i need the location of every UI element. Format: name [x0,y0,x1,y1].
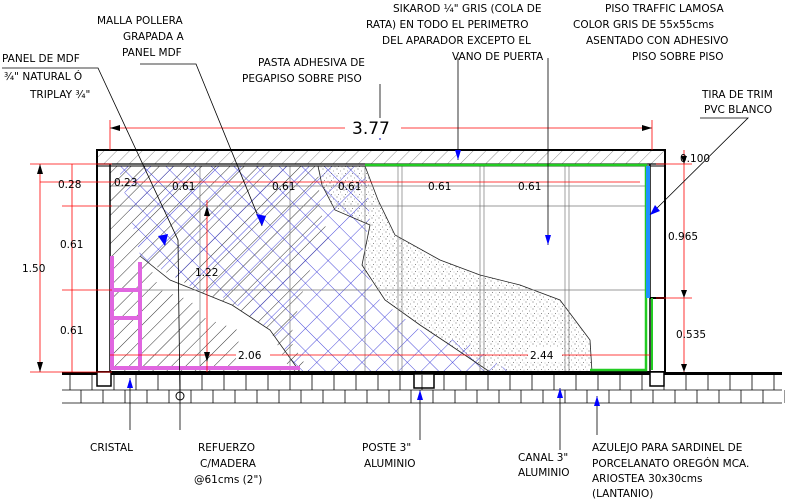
label-tira-trim: TIRA DE TRIM PVC BLANCO [701,89,773,116]
azulejo-line-2: PORCELANATO OREGÓN MCA. [592,457,749,470]
sikarod-line-2: RATA) EN TODO EL PERIMETRO [366,19,529,31]
label-canal: CANAL 3" ALUMINIO [518,452,570,479]
floor-tile-joints [69,375,785,403]
right-foot [649,371,665,387]
label-piso-traffic: PISO TRAFFIC LAMOSA COLOR GRIS DE 55x55c… [573,3,728,63]
label-malla-pollera: MALLA POLLERA GRAPADA A PANEL MDF [97,15,184,59]
refuerzo-line-2: C/MADERA [200,458,257,470]
canal-line-1: CANAL 3" [518,452,568,464]
label-poste: POSTE 3" ALUMINIO [362,442,416,470]
trim-line-2: PVC BLANCO [704,104,772,116]
sikarod-line-3: DEL APARADOR EXCEPTO EL [382,35,531,47]
label-cristal: CRISTAL [90,442,133,454]
canal-line-2: ALUMINIO [518,467,570,479]
annotation-leaders [2,58,749,450]
dim-top-4: 0.61 [428,181,451,193]
trim-line-1: TIRA DE TRIM [701,89,773,101]
dim-inner-height: 1.22 [195,267,218,279]
break-line-left [139,255,301,373]
malla-line-3: PANEL MDF [122,47,182,59]
azulejo-line-1: AZULEJO PARA SARDINEL DE [592,442,742,454]
dim-bottom-left: 2.06 [238,350,262,362]
poste-line-2: ALUMINIO [364,458,416,470]
refuerzo-line-3: @61cms (2") [194,474,262,486]
label-azulejo: AZULEJO PARA SARDINEL DE PORCELANATO ORE… [592,442,749,499]
piso-line-3: ASENTADO CON ADHESIVO [586,35,728,47]
break-line-mid [317,165,491,373]
dim-left-2: 0.61 [60,325,83,337]
leader-arrows [127,130,660,406]
pasta-line-1: PASTA ADHESIVA DE [258,57,365,69]
azulejo-line-4: (LANTANIO) [592,488,653,499]
dim-right-2: 0.535 [676,329,706,341]
dim-top-3: 0.61 [338,181,361,193]
dim-bottom-left-bg [236,347,270,361]
floor-tiles [62,389,782,404]
dim-top-0: 0.23 [114,177,137,189]
top-frame-band [96,149,666,165]
panel-mdf-line-2: ¾" NATURAL Ó [4,70,82,83]
dim-bottom-right-bg [528,347,562,361]
dim-overall-height: 1.50 [22,263,45,275]
label-panel-mdf: PANEL DE MDF ¾" NATURAL Ó TRIPLAY ¾" [2,53,90,101]
chicken-wire-hatch [118,166,510,372]
piso-line-4: PISO SOBRE PISO [632,51,723,63]
piso-line-1: PISO TRAFFIC LAMOSA [605,3,724,15]
dim-top-1: 0.61 [172,181,195,193]
label-pasta-adhesiva: PASTA ADHESIVA DE PEGAPISO SOBRE PISO [242,57,365,85]
dim-right-1: 0.965 [668,231,698,243]
poste-line-1: POSTE 3" [362,442,411,454]
refuerzo-line-1: REFUERZO [198,442,255,454]
label-sikarod: SIKAROD ¼" GRIS (COLA DE RATA) EN TODO E… [366,3,544,63]
dim-left-1: 0.61 [60,239,83,251]
dim-total-width: 3.77 [352,119,390,139]
dim-top-2: 0.61 [272,181,295,193]
label-refuerzo: REFUERZO C/MADERA @61cms (2") [194,442,262,486]
wood-reinforcement-magenta [110,256,300,370]
panel-mdf-line-3: TRIPLAY ¾" [29,89,90,101]
sikarod-line-1: SIKAROD ¼" GRIS (COLA DE [393,3,542,15]
left-foot [96,371,112,387]
dim-bottom-right: 2.44 [530,350,554,362]
malla-line-1: MALLA POLLERA [97,15,184,27]
dimension-arrows [37,125,687,372]
sikarod-line-4: VANO DE PUERTA [452,51,544,63]
dim-total-bg [345,118,401,138]
refuerzo-leader-circle [175,391,185,401]
panel-mdf-line-1: PANEL DE MDF [2,53,80,65]
dim-right-0: 0.100 [680,153,710,165]
dim-top-5: 0.61 [518,181,541,193]
piso-line-2: COLOR GRIS DE 55x55cms [573,19,714,31]
pasta-line-2: PEGAPISO SOBRE PISO [242,73,362,85]
dim-left-0: 0.28 [58,179,81,191]
azulejo-line-3: ARIOSTEA 30x30cms [592,473,702,485]
malla-line-2: GRAPADA A [123,31,184,43]
breakaway-area [148,262,290,372]
mid-post-base [413,373,435,389]
